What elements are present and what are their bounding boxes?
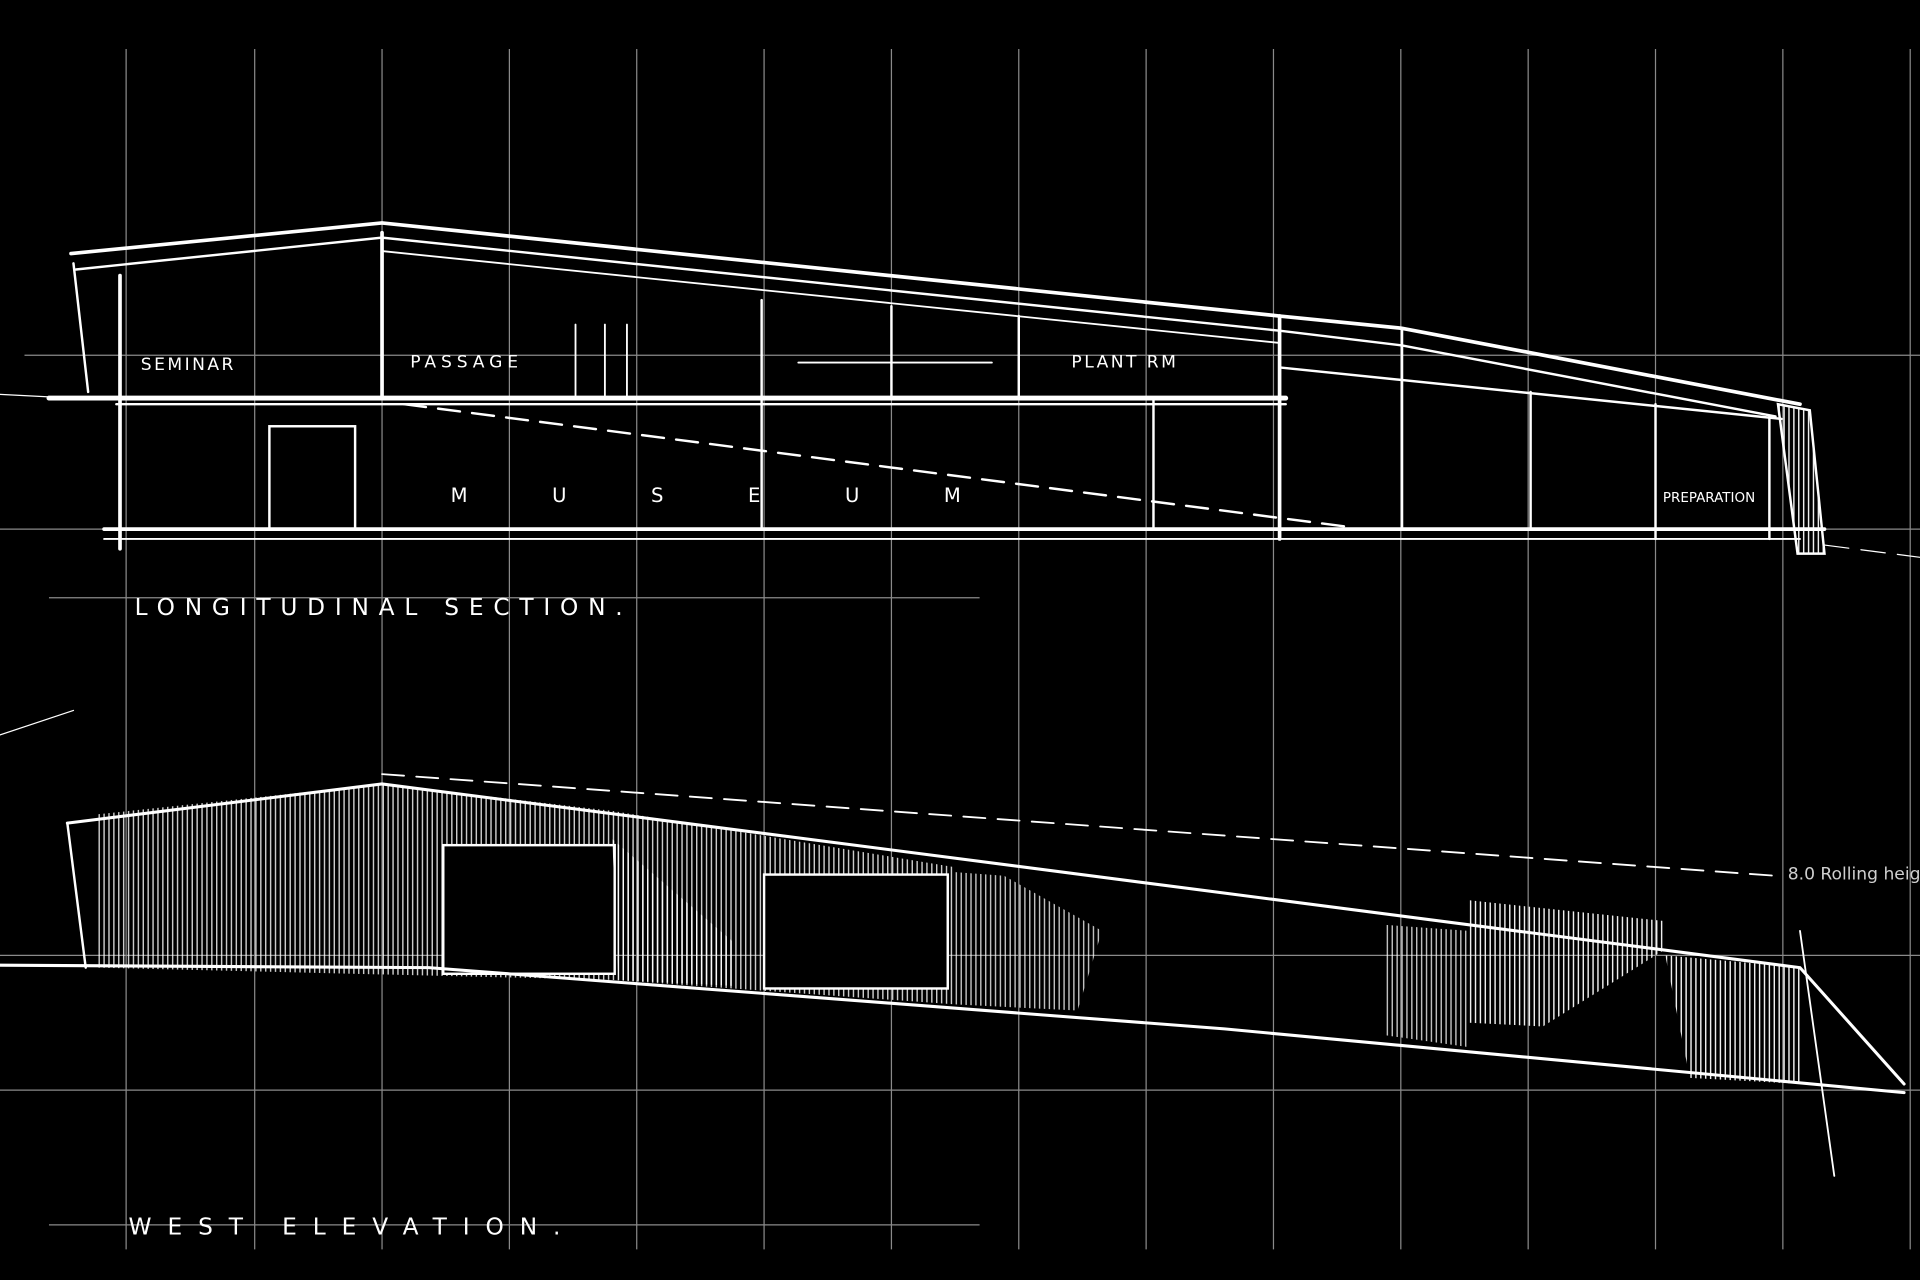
label-plant-room: PLANT RM bbox=[1071, 352, 1178, 372]
grid-lines bbox=[0, 48, 1920, 1250]
label-preparation: PREPARATION bbox=[1663, 490, 1755, 506]
rolling-height-note: 8.0 Rolling heig bbox=[1788, 864, 1920, 884]
section-title: LONGITUDINAL SECTION. bbox=[135, 594, 633, 621]
longitudinal-section: SEMINAR PASSAGE PLANT RM M U S E U M PRE… bbox=[0, 221, 1920, 621]
west-elevation: 8.0 Rolling heig WEST ELEVATION. bbox=[0, 709, 1920, 1241]
label-museum: M U S E U M bbox=[451, 484, 1000, 507]
elevation-title: WEST ELEVATION. bbox=[129, 1214, 577, 1241]
label-seminar: SEMINAR bbox=[141, 355, 236, 375]
label-passage: PASSAGE bbox=[410, 352, 523, 372]
